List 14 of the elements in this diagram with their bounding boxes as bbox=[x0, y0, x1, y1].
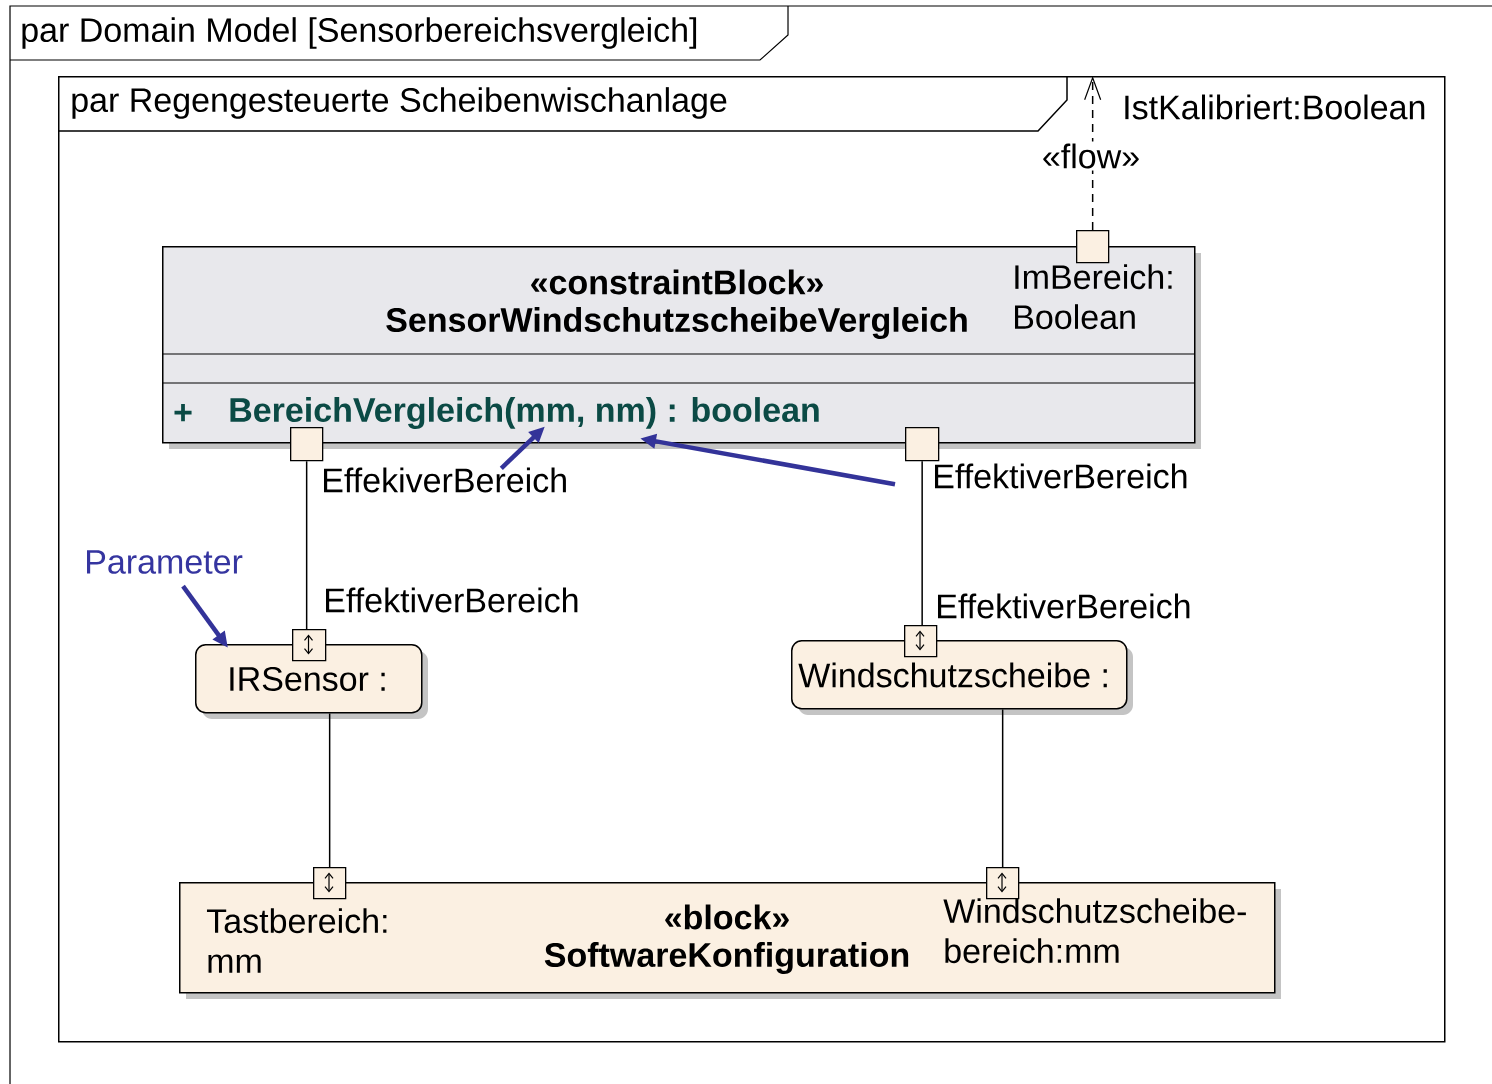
connector-line bbox=[328, 712, 331, 868]
port-label: EffektiverBereich bbox=[938, 593, 1190, 619]
connector-line bbox=[921, 460, 923, 626]
frame-title: par Domain Model [Sensorbereichsvergleich] bbox=[22, 17, 697, 49]
property-label: IstKalibriert:Boolean bbox=[1125, 94, 1425, 120]
connector-line bbox=[1001, 708, 1004, 868]
frame-title: par Regengesteuerte Scheibenwischanlage bbox=[72, 87, 727, 119]
flow-arrow bbox=[1084, 76, 1102, 231]
connector-line bbox=[305, 460, 308, 630]
annotation-text: Parameter bbox=[87, 550, 243, 574]
port-label: EffektiverBereich bbox=[326, 587, 578, 613]
port-label: EffekiverBereich bbox=[324, 467, 566, 493]
edge-label: «flow» bbox=[1039, 141, 1143, 171]
port-label: EffektiverBereich bbox=[935, 463, 1187, 489]
